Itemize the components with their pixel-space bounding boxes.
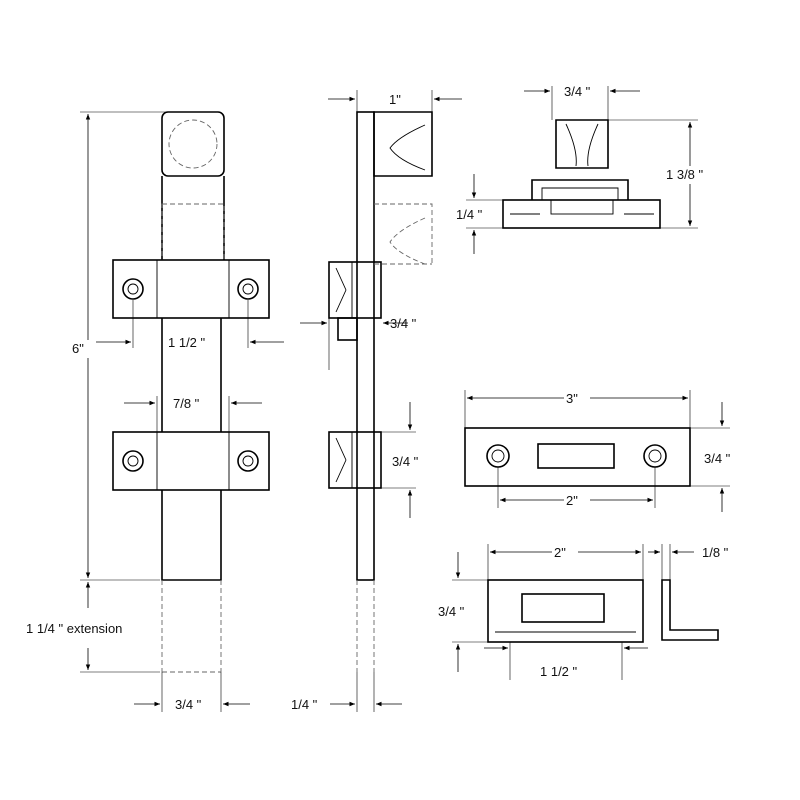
keeper-angle (661, 579, 719, 641)
dim-bottom-width: 3/4 " (175, 697, 202, 712)
screw-hole (486, 444, 510, 468)
screw-hole (237, 450, 259, 472)
bottom-guide (112, 431, 270, 491)
dim-side-gap: 3/4 " (390, 316, 417, 331)
keeper-view: 2" 1/8 " 3/4 " 1 1/2 " (438, 544, 729, 680)
strike-slot (537, 443, 615, 469)
dim-top-base: 1/4 " (456, 207, 483, 222)
dim-side-guide: 3/4 " (392, 454, 419, 469)
screw-hole (122, 450, 144, 472)
dim-top-width: 3/4 " (564, 84, 591, 99)
keeper-slot (521, 593, 605, 623)
dim-keeper-height: 3/4 " (438, 604, 465, 619)
screw-hole (122, 278, 144, 300)
side-guide-bottom (328, 431, 382, 489)
front-view: 6" 1 1/4 " extension 1 1/2 " 7/8 " 3/4 " (26, 111, 284, 712)
dim-keeper-thick: 1/8 " (702, 545, 729, 560)
side-view: 1" 3/4 " 3/4 " 1/4 " (291, 90, 462, 712)
keeper-plate (487, 579, 644, 643)
top-guide (112, 259, 270, 319)
strike-plate (464, 427, 691, 487)
knob-side (373, 111, 433, 177)
top-view: 3/4 " 1 3/8 " 1/4 " (456, 84, 718, 254)
knob-end (555, 119, 609, 169)
side-stub (337, 317, 358, 341)
dim-knob-width: 1" (389, 92, 401, 107)
knob-circle (168, 119, 218, 169)
dim-strike-height: 3/4 " (704, 451, 731, 466)
dim-overall-length: 6" (72, 341, 84, 356)
top-base (502, 199, 661, 229)
dim-keeper-slot: 1 1/2 " (540, 664, 578, 679)
bolt-side-body (356, 111, 375, 581)
dim-strike-length: 3" (566, 391, 578, 406)
strike-plate-view: 3" 2" 3/4 " (464, 390, 731, 512)
screw-hole (643, 444, 667, 468)
dim-strike-holes: 2" (566, 493, 578, 508)
dim-side-thickness: 1/4 " (291, 697, 318, 712)
screw-hole (237, 278, 259, 300)
dim-bolt-width: 7/8 " (173, 396, 200, 411)
knob-outline (161, 111, 225, 177)
dim-keeper-width: 2" (554, 545, 566, 560)
dim-extension: 1 1/4 " extension (26, 621, 122, 636)
dim-top-height: 1 3/8 " (666, 167, 704, 182)
dim-hole-spacing: 1 1/2 " (168, 335, 206, 350)
